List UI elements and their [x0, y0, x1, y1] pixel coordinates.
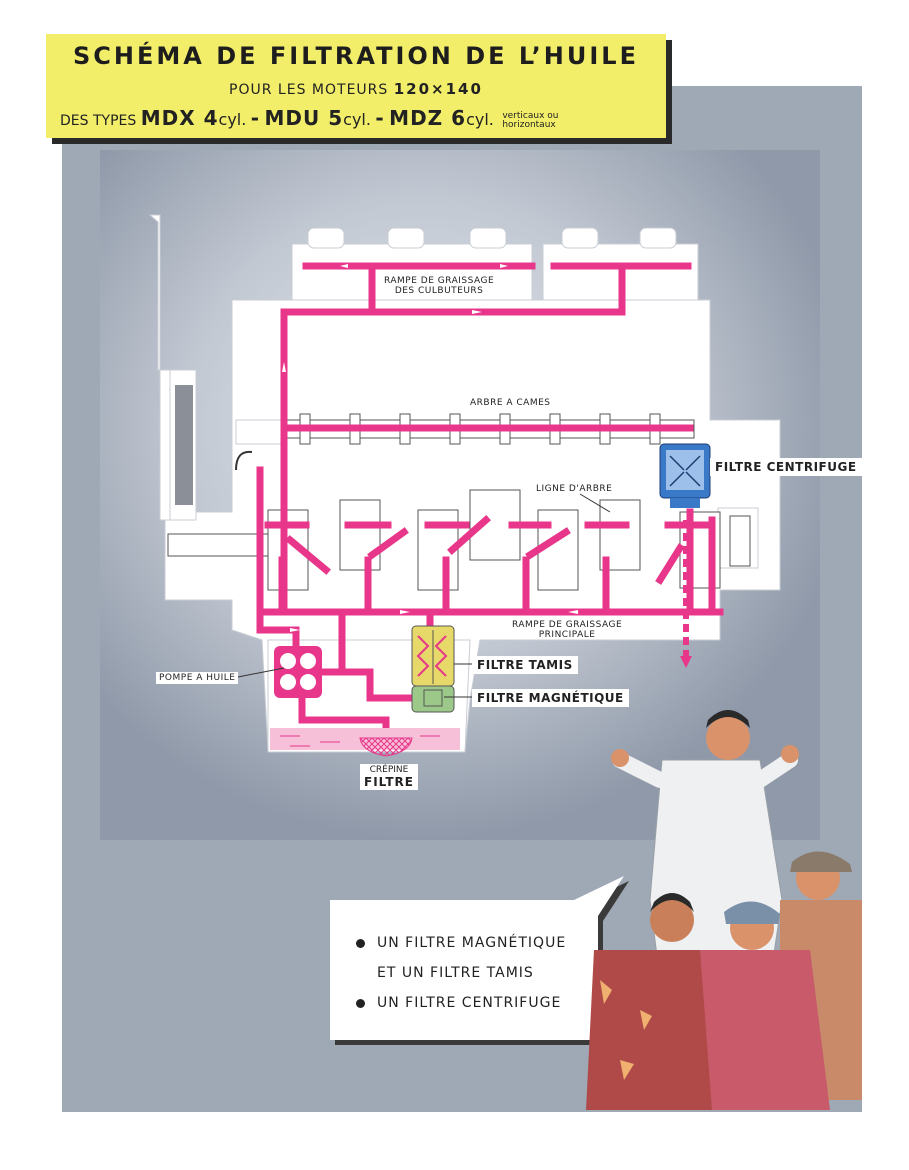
engine-size: 120×140: [393, 80, 483, 98]
rotation-arrow-icon: [235, 450, 253, 471]
type-mdx: MDX 4: [140, 106, 219, 130]
magnetic-filter: [411, 685, 455, 713]
type-mdu: MDU 5: [264, 106, 344, 130]
bubble-line-2: ET UN FILTRE TAMIS: [377, 965, 534, 981]
type-mdz: MDZ 6: [389, 106, 467, 130]
people-illustration: [586, 710, 862, 1110]
label-screen-filter: FILTRE TAMIS: [472, 656, 578, 674]
title-types: DES TYPES MDX 4cyl. - MDU 5cyl. - MDZ 6c…: [60, 106, 559, 130]
bubble-line-3: UN FILTRE CENTRIFUGE: [356, 988, 566, 1018]
label-magnetic-filter: FILTRE MAGNÉTIQUE: [472, 689, 629, 707]
return-arrow-icon: [680, 656, 692, 668]
speech-bubble: [330, 876, 629, 1045]
label-crankshaft: LIGNE D'ARBRE: [536, 484, 613, 494]
label-centrifuge-filter: FILTRE CENTRIFUGE: [710, 458, 862, 476]
bubble-text: UN FILTRE MAGNÉTIQUE ET UN FILTRE TAMIS …: [356, 928, 566, 1018]
bullet-icon: [356, 998, 365, 1008]
oil-pump: [274, 646, 322, 698]
label-camshaft: ARBRE A CAMES: [470, 398, 551, 408]
oil-circuit: [256, 262, 724, 744]
title-subtitle: POUR LES MOTEURS 120×140: [229, 80, 483, 98]
strainer-filter: [359, 737, 413, 757]
title-box: SCHÉMA DE FILTRATION DE L’HUILE POUR LES…: [46, 34, 666, 138]
bullet-icon: [356, 938, 365, 948]
title-main: SCHÉMA DE FILTRATION DE L’HUILE: [73, 42, 639, 70]
label-strainer: CRÉPINE FILTRE: [360, 764, 418, 790]
flow-arrows: [282, 264, 578, 632]
label-oil-pump: POMPE A HUILE: [156, 672, 239, 684]
centrifuge-filter: [659, 443, 711, 508]
screen-filter: [411, 625, 455, 687]
bubble-line-1: UN FILTRE MAGNÉTIQUE: [356, 928, 566, 958]
